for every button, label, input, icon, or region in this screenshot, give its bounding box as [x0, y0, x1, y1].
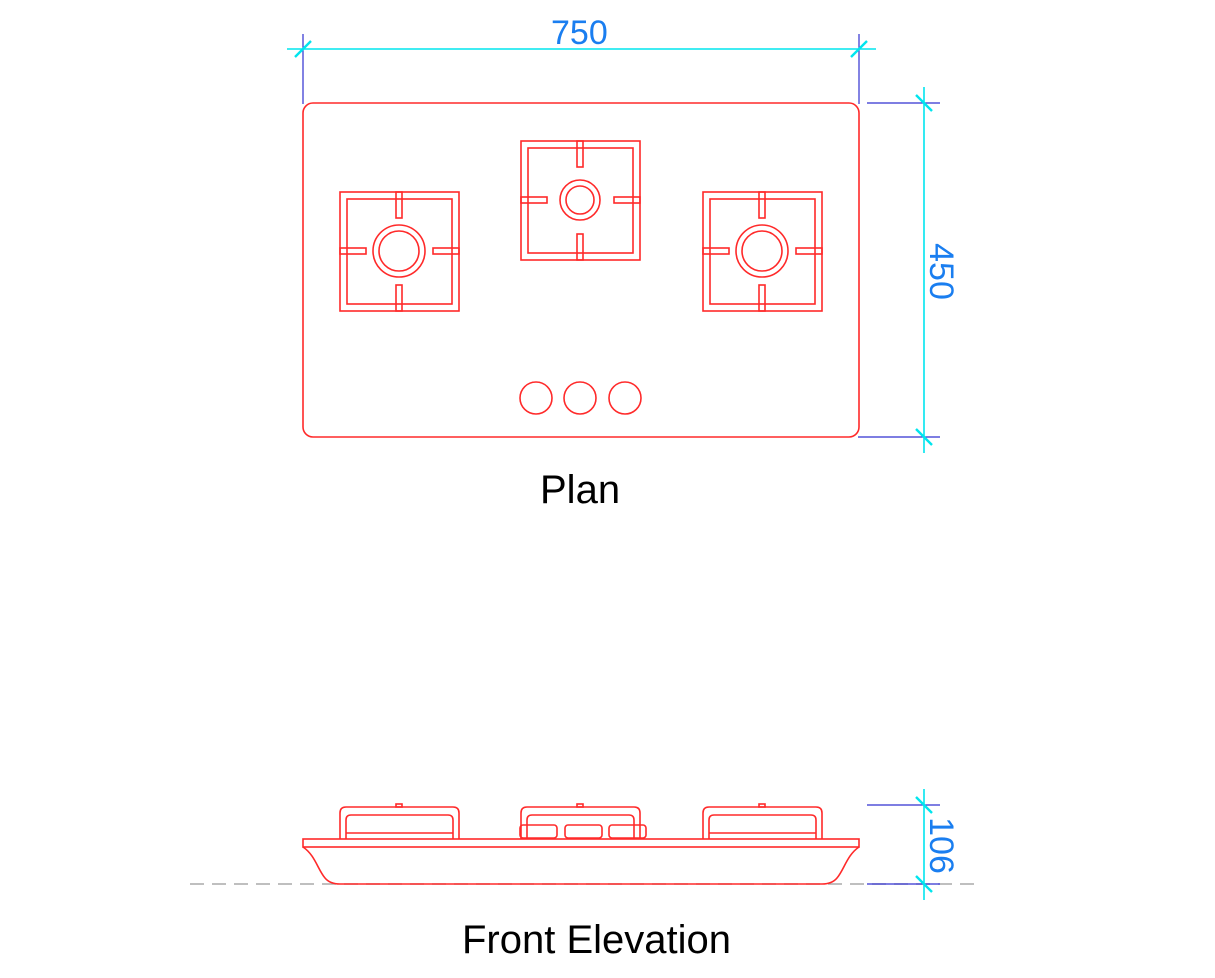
dimension-depth [858, 87, 940, 453]
dimension-height [867, 789, 940, 900]
dimension-width [287, 34, 876, 104]
control-knobs [519, 381, 642, 415]
burner-center [520, 140, 641, 261]
width-dimension-text: 750 [551, 14, 608, 52]
burner-left [339, 191, 460, 312]
front-elevation-title: Front Elevation [462, 918, 732, 962]
height-dimension-text: 106 [921, 817, 960, 874]
depth-dimension-text: 450 [921, 243, 960, 300]
plan-view [302, 102, 860, 438]
front-elevation-view [302, 803, 860, 885]
hob-outline [302, 102, 860, 438]
burner-right [702, 191, 823, 312]
plan-title: Plan [540, 468, 621, 512]
